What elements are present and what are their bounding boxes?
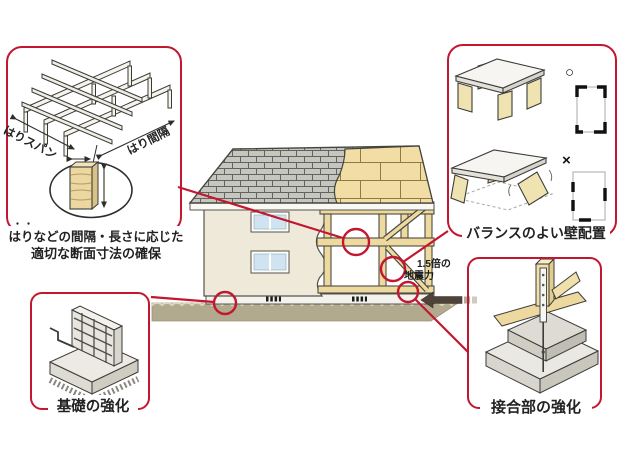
good-mark: ○ [565,64,575,81]
seismic-line2: 地震力 [404,271,434,282]
roof [188,145,435,211]
wall-plan-good [575,85,607,134]
balanced-structure-illustration [454,58,546,121]
wall-plan-bad [571,171,607,222]
line-balance-callout [402,230,449,263]
bracket-fin [551,271,581,300]
emphasis-dots: ・・ [13,219,36,229]
foundation-illustration [48,305,140,404]
window-lower [250,250,290,274]
beam-caption-line2: 適切な断面寸法の確保 [30,246,161,261]
callout-box-joint [467,257,602,409]
line-foundation-callout [150,295,215,304]
falling-wall [517,171,549,206]
beam-detail-marker [341,227,371,257]
ground-scallop-edge [151,302,453,307]
second-floor-beam [316,237,435,247]
sill-beam [317,285,435,294]
roof-sheathing [333,145,434,204]
red-connector-lines [150,185,469,353]
red-detail-circles [212,227,420,316]
foundation-caption: 基礎の強化 [48,395,138,416]
unbalanced-structure-illustration [450,149,554,211]
joint-illustration [484,257,600,394]
beam-caption-line1: はりなどの間隔・長さに応じた [2,226,190,245]
balance-caption: バランスのよい壁配置 [462,223,610,243]
seismic-line1: 1.5倍の [417,259,451,270]
interval-dimension-arrow [95,120,175,161]
seismic-force-label: 1.5倍の 地震力 [404,259,451,283]
diagonal-braces [383,205,430,293]
beam-grid-illustration [9,59,175,219]
callout-box-foundation [30,292,150,410]
joint-caption: 接合部の強化 [480,396,592,417]
wood-beam-section [69,166,93,210]
joint-detail-marker [396,280,420,304]
line-beam-callout [177,185,344,240]
callout-box-wall-balance [447,44,617,237]
beam-section-magnifier [49,156,133,219]
span-dimension-arrow [9,113,75,150]
ground [151,302,460,322]
frame-post [323,213,332,291]
line-joint-callout [414,298,469,353]
brace-detail-marker [379,255,407,283]
rebar-dowel [49,327,75,348]
foundation-detail-marker [212,290,238,316]
bad-mark: × [562,152,571,169]
